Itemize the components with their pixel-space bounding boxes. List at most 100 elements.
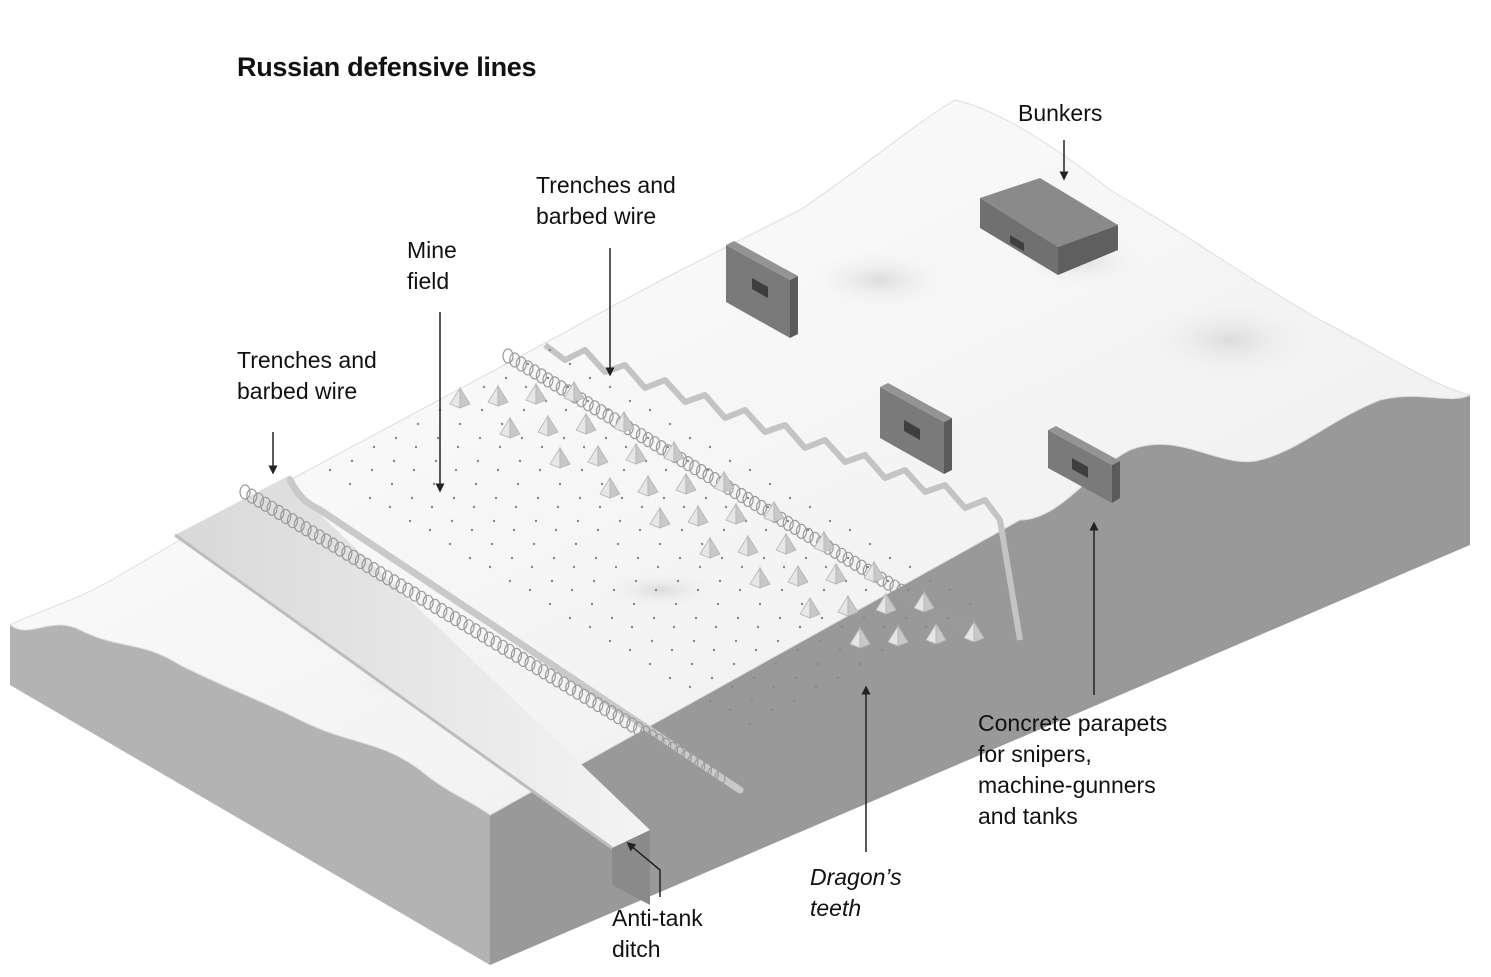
label-line: barbed wire <box>536 203 657 229</box>
mine-dot <box>492 519 496 523</box>
wire-coil <box>483 631 495 647</box>
wire-coil <box>660 737 672 753</box>
mine-dot <box>548 602 552 606</box>
mine-dot <box>512 528 516 532</box>
dragons-tooth <box>625 442 647 465</box>
dragons-tooth <box>825 562 847 585</box>
trench-line-left <box>286 476 744 794</box>
dragons-tooth <box>549 446 571 469</box>
mine-dot <box>452 496 456 500</box>
mine-dot <box>614 565 618 569</box>
dragons-tooth <box>749 566 771 589</box>
wire-coil <box>598 700 611 717</box>
mine-dot <box>586 399 590 403</box>
wire-coil <box>680 749 692 766</box>
mine-dot <box>746 496 750 500</box>
mine-dot <box>476 459 480 463</box>
dragons-tooth <box>599 476 621 499</box>
dragons-tooth <box>887 624 909 647</box>
mine-dot <box>648 662 652 666</box>
mine-dot <box>712 648 716 652</box>
mine-dot <box>646 436 650 440</box>
wire-coil <box>565 680 577 696</box>
wire-coil <box>585 692 597 709</box>
mine-dot <box>430 505 434 509</box>
wire-coil <box>300 521 312 537</box>
wire-coil <box>293 517 305 533</box>
mine-dot <box>636 556 640 560</box>
mine-dot <box>696 588 700 592</box>
mine-dot <box>520 436 524 440</box>
mine-dot <box>822 588 826 592</box>
wire-coil <box>522 360 534 376</box>
mine-dot <box>658 542 662 546</box>
wire-coil <box>463 619 475 635</box>
mine-dot <box>706 468 710 472</box>
mine-dot <box>768 482 772 486</box>
mine-dot <box>782 565 786 569</box>
wire-coil <box>551 672 563 688</box>
wire-coil <box>517 651 529 668</box>
mine-dot <box>732 662 736 666</box>
wire-coil <box>555 380 568 396</box>
parapet-2 <box>880 383 952 474</box>
mine-dot <box>772 685 776 689</box>
mine-dot <box>510 556 514 560</box>
mine-dot <box>588 376 592 380</box>
mine-dot <box>724 505 728 509</box>
mine-dot <box>604 436 608 440</box>
mine-dot <box>576 519 580 523</box>
callout-arrows <box>268 140 1099 897</box>
wire-coil <box>429 598 441 615</box>
mine-dot <box>390 482 394 486</box>
mine-dot <box>708 445 712 449</box>
label-bunkers: Bunkers <box>1018 98 1102 129</box>
wire-coil <box>795 523 808 540</box>
mine-dot <box>666 445 670 449</box>
mine-dot <box>880 648 884 652</box>
mine-dot <box>516 482 520 486</box>
mine-dot <box>638 528 642 532</box>
dragons-tooth <box>449 386 471 409</box>
mine-dot <box>474 482 478 486</box>
mine-dot <box>816 662 820 666</box>
mine-dot <box>564 408 568 412</box>
wire-coil <box>307 525 319 541</box>
mine-dot <box>612 588 616 592</box>
mine-dot <box>686 459 690 463</box>
mine-dot <box>678 556 682 560</box>
wire-coil <box>626 717 638 733</box>
dragons-tooth <box>799 596 821 619</box>
mine-dot <box>568 616 572 620</box>
mine-dot <box>592 579 596 583</box>
label-line: Anti-tank <box>612 905 703 931</box>
mine-dot <box>582 445 586 449</box>
anti-tank-ditch <box>175 475 650 848</box>
mine-dot <box>716 602 720 606</box>
mine-dot <box>762 556 766 560</box>
mine-dot <box>594 556 598 560</box>
mine-dot <box>838 648 842 652</box>
mine-dot <box>800 602 804 606</box>
barbed-wire-left <box>239 484 726 786</box>
terrain-base <box>10 395 1470 965</box>
mine-dot <box>632 602 636 606</box>
mine-dot <box>410 496 414 500</box>
label-line: teeth <box>810 895 862 921</box>
wire-coil <box>673 745 685 762</box>
mine-dot <box>494 496 498 500</box>
mine-dot <box>786 519 790 523</box>
mine-dot <box>776 639 780 643</box>
mine-dot <box>524 385 528 389</box>
mine-dot <box>590 602 594 606</box>
wire-coil <box>693 758 706 774</box>
mine-dot <box>348 482 352 486</box>
diagram-title: Russian defensive lines <box>237 52 537 82</box>
mine-dot <box>780 588 784 592</box>
dragons-tooth <box>563 380 585 403</box>
mine-dot <box>700 542 704 546</box>
wire-coil <box>529 364 541 380</box>
dragons-tooth <box>913 590 935 613</box>
mine-dot <box>624 445 628 449</box>
